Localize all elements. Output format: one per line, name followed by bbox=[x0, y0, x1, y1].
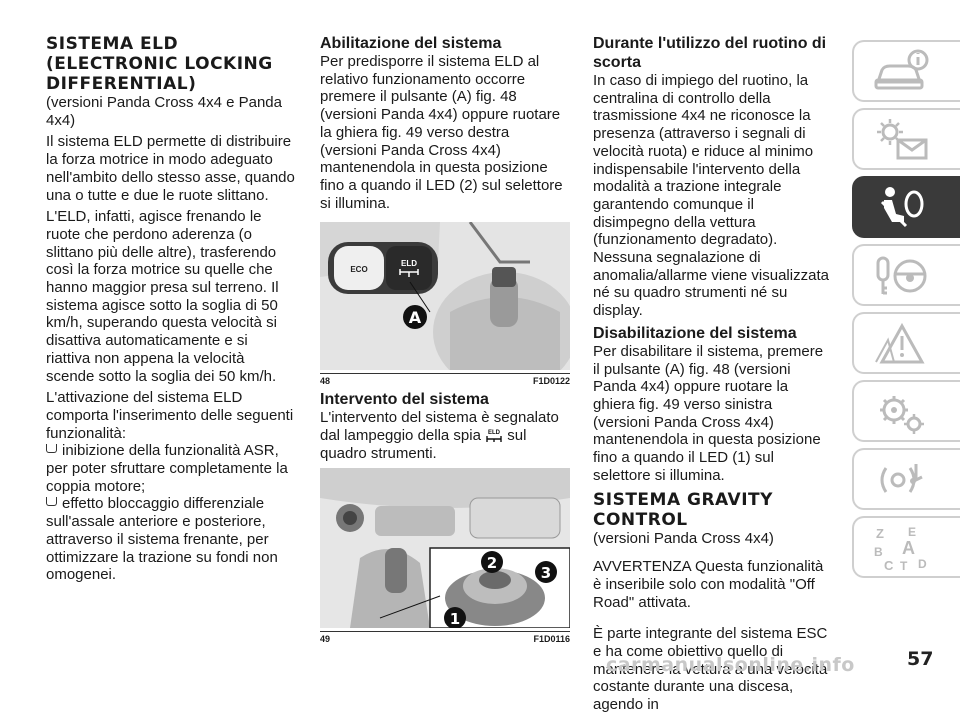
maintenance-gears-icon bbox=[880, 396, 924, 434]
disable-text: Per disabilitare il sistema, premere il … bbox=[593, 342, 824, 484]
tab-car-info[interactable] bbox=[852, 40, 960, 102]
callout-a: A bbox=[409, 308, 422, 327]
figure-48-caption: 48 F1D0122 bbox=[320, 373, 570, 386]
watermark: carmanualsonline.info bbox=[606, 654, 855, 676]
section-title-gravity: SISTEMA GRAVITY CONTROL bbox=[593, 490, 773, 531]
svg-text:E: E bbox=[908, 525, 916, 539]
safety-airbag-icon bbox=[880, 187, 924, 228]
tab-multimedia[interactable] bbox=[852, 448, 960, 510]
page-number: 57 bbox=[907, 648, 934, 670]
callout-1: 1 bbox=[450, 610, 460, 628]
bullet-icon bbox=[46, 444, 57, 454]
roadside-warning-icon bbox=[875, 322, 925, 364]
svg-text:T: T bbox=[900, 559, 908, 572]
tab-maintenance[interactable] bbox=[852, 380, 960, 442]
spare-wheel-text: In caso di impiego del ruotino, la centr… bbox=[593, 72, 829, 320]
column-spare-wheel: Durante l'utilizzo del ruotino di scorta… bbox=[593, 34, 833, 718]
callout-2: 2 bbox=[487, 554, 497, 572]
tab-safety[interactable] bbox=[852, 176, 960, 238]
heading-spare-wheel: Durante l'utilizzo del ruotino di scorta bbox=[593, 35, 827, 71]
figure-49: 1 2 3 49 F1D0116 bbox=[320, 468, 570, 644]
eco-label: ECO bbox=[350, 265, 367, 274]
svg-text:Z: Z bbox=[876, 526, 884, 541]
key-steering-icon bbox=[876, 256, 927, 295]
svg-text:D: D bbox=[918, 557, 927, 571]
enable-text: Per predisporre il sistema ELD al relati… bbox=[320, 53, 563, 212]
list-item: inibizione della funzionalità ASR, per p… bbox=[46, 442, 288, 495]
svg-text:A: A bbox=[902, 538, 915, 558]
intervention-text: L'intervento del sistema è segnalato dal… bbox=[320, 409, 559, 462]
tab-starting-driving[interactable] bbox=[852, 244, 960, 306]
chapter-tabs: Z E B A C T D bbox=[852, 40, 960, 584]
column-eld: SISTEMA ELD (Electronic Locking Differen… bbox=[46, 34, 296, 584]
warning-lights-icon bbox=[877, 119, 928, 160]
multimedia-icon bbox=[880, 464, 923, 493]
eld-operation: L'ELD, infatti, agisce frenando le ruote… bbox=[46, 208, 279, 385]
svg-text:C: C bbox=[884, 558, 894, 572]
figure-48-image: ECO ELD A bbox=[320, 222, 570, 371]
figure-48: ECO ELD A 48 F1D0122 bbox=[320, 222, 570, 386]
gravity-versions: (versioni Panda Cross 4x4) bbox=[593, 530, 774, 548]
column-enable: Abilitazione del sistema Per predisporre… bbox=[320, 34, 570, 644]
svg-text:ELD: ELD bbox=[488, 430, 501, 436]
index-letters-icon: Z E B A C T D bbox=[874, 525, 927, 572]
tab-emergency[interactable] bbox=[852, 312, 960, 374]
eld-activation-intro: L'attivazione del sistema ELD comporta l… bbox=[46, 389, 294, 442]
list-item: effetto bloccaggio differenziale sull'as… bbox=[46, 495, 278, 584]
callout-3: 3 bbox=[541, 564, 551, 582]
car-info-icon bbox=[874, 49, 929, 90]
eld-warning-light-icon: ELD bbox=[486, 430, 502, 443]
heading-enable: Abilitazione del sistema bbox=[320, 35, 502, 52]
figure-49-image: 1 2 3 bbox=[320, 468, 570, 629]
tab-warning-lights[interactable] bbox=[852, 108, 960, 170]
dashboard-button-illustration: ECO ELD A bbox=[320, 222, 570, 371]
heading-disable: Disabilitazione del sistema bbox=[593, 324, 797, 342]
section-title-eld: SISTEMA ELD (Electronic Locking Differen… bbox=[46, 34, 273, 94]
eld-description: Il sistema ELD permette di distribuire l… bbox=[46, 133, 295, 204]
versions-note: (versioni Panda Cross 4x4 e Panda 4x4) bbox=[46, 94, 282, 129]
figure-49-caption: 49 F1D0116 bbox=[320, 631, 570, 644]
eld-label: ELD bbox=[401, 259, 417, 268]
svg-text:B: B bbox=[874, 545, 883, 559]
gravity-warning: AVVERTENZA Questa funzionalità è inserib… bbox=[593, 558, 824, 611]
tab-index[interactable]: Z E B A C T D bbox=[852, 516, 960, 578]
bullet-icon bbox=[46, 497, 57, 507]
heading-intervention: Intervento del sistema bbox=[320, 391, 489, 409]
gear-selector-illustration: 1 2 3 bbox=[320, 468, 570, 629]
